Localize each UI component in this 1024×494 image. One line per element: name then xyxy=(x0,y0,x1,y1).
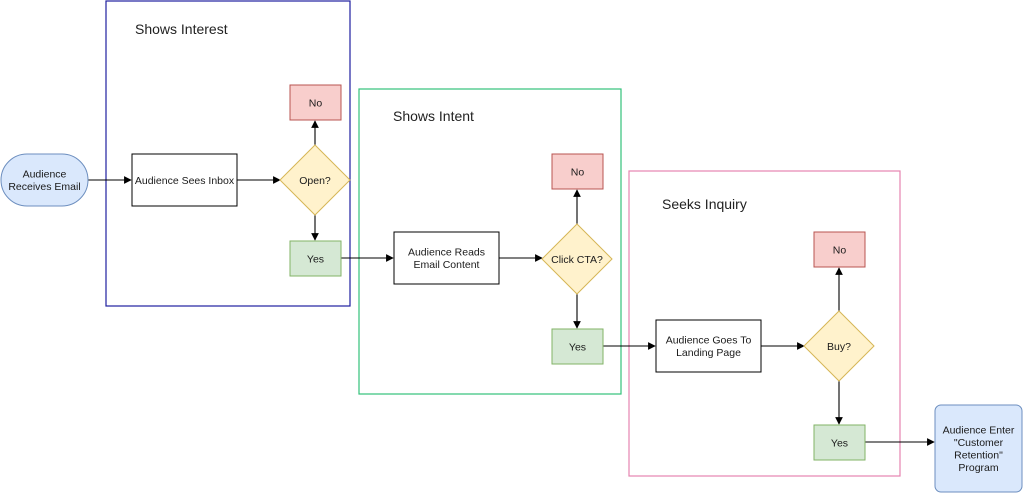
node-label-line: Retention" xyxy=(954,450,1003,462)
node-label-line: "Customer xyxy=(954,437,1004,449)
node-yes-open: Yes xyxy=(289,240,342,277)
node-label-line: Yes xyxy=(569,341,586,353)
node-label-line: Audience Goes To xyxy=(666,335,752,347)
node-no-open: No xyxy=(289,84,342,121)
group-seeks-inquiry-title: Seeks Inquiry xyxy=(662,196,747,212)
node-label-line: No xyxy=(571,166,585,178)
node-label-line: Audience Sees Inbox xyxy=(135,175,235,187)
svg-text:Open?: Open? xyxy=(299,175,331,187)
node-label-line: Landing Page xyxy=(676,347,741,359)
node-label-line: Click CTA? xyxy=(551,254,603,266)
group-shows-intent-title: Shows Intent xyxy=(393,108,474,124)
group-shows-interest-title: Shows Interest xyxy=(135,21,228,37)
node-label-line: Audience Reads xyxy=(408,247,485,259)
decision-open: Open? xyxy=(279,144,351,216)
node-no-click-cta: No xyxy=(551,153,604,190)
svg-text:Yes: Yes xyxy=(307,253,324,265)
node-label-line: Audience xyxy=(23,169,67,181)
group-seeks-inquiry: Seeks Inquiry xyxy=(628,170,901,477)
node-no-buy: No xyxy=(813,231,866,268)
svg-text:No: No xyxy=(571,166,585,178)
group-shows-interest: Shows Interest xyxy=(105,0,351,307)
node-yes-click-cta: Yes xyxy=(551,328,604,365)
node-label-line: Receives Email xyxy=(8,181,80,193)
svg-text:Audience Sees Inbox: Audience Sees Inbox xyxy=(135,175,235,187)
node-label-line: Yes xyxy=(831,437,848,449)
node-label-line: No xyxy=(833,244,847,256)
group-shows-intent-frame xyxy=(358,88,622,395)
decision-buy: Buy? xyxy=(803,310,875,382)
node-audience-sees-inbox: Audience Sees Inbox xyxy=(131,153,238,207)
svg-text:Yes: Yes xyxy=(831,437,848,449)
svg-text:No: No xyxy=(833,244,847,256)
node-label-line: No xyxy=(309,97,323,109)
node-yes-buy: Yes xyxy=(813,424,866,461)
node-label-line: Program xyxy=(958,462,999,474)
edges xyxy=(88,120,935,446)
svg-text:Yes: Yes xyxy=(569,341,586,353)
node-label-line: Audience Enter xyxy=(943,425,1015,437)
node-label-line: Open? xyxy=(299,175,331,187)
node-label-line: Buy? xyxy=(827,341,851,353)
node-label-line: Email Content xyxy=(414,259,480,271)
svg-text:No: No xyxy=(309,97,323,109)
svg-text:Click CTA?: Click CTA? xyxy=(551,254,603,266)
group-shows-intent: Shows Intent xyxy=(358,88,622,395)
group-shows-interest-frame xyxy=(105,0,351,307)
decision-click-cta: Click CTA? xyxy=(541,223,613,295)
group-seeks-inquiry-frame xyxy=(628,170,901,477)
svg-text:Buy?: Buy? xyxy=(827,341,851,353)
node-label-line: Yes xyxy=(307,253,324,265)
